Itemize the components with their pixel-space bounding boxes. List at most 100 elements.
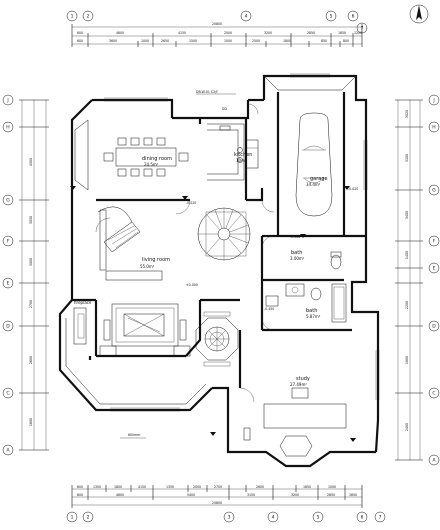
kitchen-area: 10m² [236, 158, 247, 163]
windows [104, 73, 380, 412]
bottom-dimension-lines: 600 1300 1800 4150 1350 2000 2700 2600 1… [71, 485, 363, 508]
right-dim-6: 1800 [405, 356, 409, 364]
bottom-inner-5: 1350 [166, 485, 174, 489]
left-grid-markers: J H G F E D C A [2, 94, 14, 456]
bottom-grid-markers: 1 2 3 4 5 6 7 [66, 511, 386, 523]
grid-col-top-1: 1 [71, 14, 74, 20]
right-dim-1: 3020 [405, 110, 409, 118]
grid-col-bottom-6: 6 [361, 515, 364, 521]
garage-label: garage [310, 176, 328, 182]
bottom-inner-4: 4150 [138, 485, 146, 489]
top-dim-4: 2500 [224, 31, 232, 35]
room-labels: dining room 24.5m² kitchen 10m² garage 3… [74, 152, 328, 387]
top-grid-markers: 1 2 4 5 6 7 [66, 10, 368, 34]
living-room-area: 55.0m² [140, 264, 155, 269]
top-dim-5: 3200 [264, 31, 272, 35]
grid-row-right-2: H [432, 125, 435, 131]
north-arrow-icon [409, 4, 429, 24]
bath2-label: bath [306, 308, 317, 314]
fireplace-label: fireplace [74, 300, 92, 305]
grid-row-left-2: H [6, 125, 9, 131]
right-dim-2: 3100 [405, 154, 409, 162]
bath-fixtures [265, 251, 347, 323]
right-dim-7: 2400 [405, 423, 409, 431]
top-inner-7: 2500 [252, 39, 260, 43]
grid-col-bottom-4: 4 [272, 515, 275, 521]
grid-row-right-8: A [432, 458, 436, 464]
grid-col-bottom-7: 7 [379, 515, 382, 521]
left-dim-3: 3000 [29, 258, 33, 266]
top-inner-2: 3600 [109, 39, 117, 43]
top-dim-3: 4150 [178, 31, 186, 35]
top-inner-3: 1000 [141, 39, 149, 43]
bottom-dim-1: 600 [77, 493, 83, 497]
bottom-dim-4: 3150 [247, 493, 255, 497]
bottom-inner-3: 1800 [114, 485, 122, 489]
grid-row-left-1: J [6, 98, 8, 104]
bottom-inner-7: 2700 [214, 485, 222, 489]
bottom-inner-6: 2000 [193, 485, 201, 489]
grid-col-top-2: 2 [87, 14, 90, 20]
left-dimension-lines: 4500 3050 3000 2700 2600 1600 [19, 99, 49, 451]
grid-col-bottom-5: 5 [317, 515, 320, 521]
level-mark: ±0.000 [186, 283, 198, 287]
corner-stair [97, 206, 141, 271]
top-inner-5: 1500 [189, 39, 197, 43]
top-total-dim: 20800 [212, 22, 222, 26]
grid-row-left-4: F [7, 239, 10, 245]
bath1-label: bath [291, 250, 302, 256]
living-furniture [73, 270, 191, 357]
bottom-dim-2: 4600 [116, 493, 124, 497]
study-desk [243, 387, 347, 457]
grid-row-left-5: E [7, 281, 10, 287]
grid-row-right-3: G [432, 188, 436, 194]
left-dim-6: 1600 [29, 418, 33, 426]
dining-table [103, 137, 189, 177]
top-inner-10: 800 [343, 39, 349, 43]
study-area: 27.49m² [290, 382, 307, 387]
top-dim-1: 600 [77, 31, 83, 35]
top-inner-9: 850 [321, 39, 327, 43]
right-dim-5: 2200 [405, 301, 409, 309]
top-dim-7: 1650 [338, 31, 346, 35]
elev-mark-c: -0.450 [264, 307, 274, 311]
kitchen-label: kitchen [234, 152, 252, 158]
annotations: DB-W-01 C2/F DD 600mm ±0.000 -0.020 -0.3… [120, 90, 358, 439]
grid-row-right-1: J [432, 98, 434, 104]
grid-col-top-6: 6 [352, 14, 355, 20]
right-dimension-lines: 3020 3100 3400 1400 2200 1800 2400 [395, 99, 423, 461]
grid-row-right-4: F [433, 239, 436, 245]
dining-room-label: dining room [142, 156, 172, 162]
dining-room-area: 24.5m² [144, 162, 159, 167]
spiral-stair [197, 207, 251, 261]
grid-row-left-8: A [6, 448, 10, 454]
window-note: DB-W-01 C2/F [196, 90, 218, 94]
small-note: DD [222, 107, 227, 111]
grid-row-right-6: D [432, 324, 436, 330]
grid-row-right-5: E [433, 266, 436, 272]
bottom-dim-6: 2850 [327, 493, 335, 497]
bath1-area: 3.00m² [290, 256, 305, 261]
right-dim-4: 1400 [405, 251, 409, 259]
bottom-inner-8: 2600 [256, 485, 264, 489]
grid-col-top-7: 7 [361, 26, 364, 32]
bottom-inner-10: 1000 [328, 485, 336, 489]
door-swings [95, 103, 275, 403]
top-inner-6: 1000 [224, 39, 232, 43]
grid-row-left-7: C [6, 391, 9, 397]
grid-col-bottom-2: 2 [87, 515, 90, 521]
bottom-dim-7: 1650 [349, 493, 357, 497]
kitchen-counters [207, 123, 259, 181]
grid-row-right-7: C [432, 391, 435, 397]
left-dim-2: 3050 [29, 216, 33, 224]
left-dim-5: 2600 [29, 356, 33, 364]
grid-row-left-3: G [6, 198, 10, 204]
elev-mark-d: -0.020 [186, 201, 196, 205]
grid-col-bottom-3: 3 [228, 515, 231, 521]
right-dim-3: 3400 [405, 211, 409, 219]
top-dimension-lines: 20800 600 4600 4150 2500 3200 2850 1650 … [71, 22, 363, 47]
bath2-area: 5.87m² [306, 314, 321, 319]
garage-area: 34.4m² [306, 182, 321, 187]
